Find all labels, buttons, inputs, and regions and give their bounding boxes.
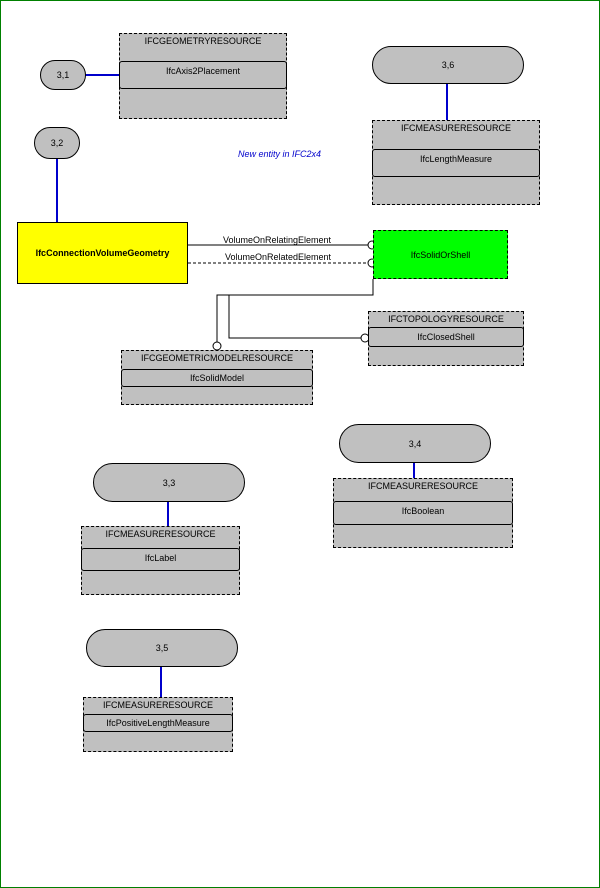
select-line-solidmodel: [216, 279, 374, 342]
new-entity-note: New entity in IFC2x4: [238, 149, 322, 159]
page-ref-3-4[interactable]: 3,4: [339, 424, 491, 463]
page-ref-3-3[interactable]: 3,3: [93, 463, 245, 502]
schema-title: IFCMEASURERESOURCE: [400, 123, 511, 133]
page-ref-3-5[interactable]: 3,5: [86, 629, 238, 667]
schema-measure-boolean: IFCMEASURERESOURCE IfcBoolean: [333, 478, 513, 548]
relation-label-related: VolumeOnRelatedElement: [225, 252, 332, 262]
type-ifcpositivelengthmeasure[interactable]: IfcPositiveLengthMeasure: [83, 714, 233, 732]
type-ifclabel[interactable]: IfcLabel: [81, 548, 240, 571]
type-ifcsolidmodel[interactable]: IfcSolidModel: [121, 369, 313, 387]
schema-title: IFCMEASURERESOURCE: [367, 481, 478, 491]
solidmodel-circle: [212, 341, 222, 351]
schema-topology-resource: IFCTOPOLOGYRESOURCE IfcClosedShell: [368, 311, 524, 366]
page-ref-3-6[interactable]: 3,6: [372, 46, 524, 84]
type-ifcclosedshell[interactable]: IfcClosedShell: [368, 327, 524, 347]
schema-geometric-model-resource: IFCGEOMETRICMODELRESOURCE IfcSolidModel: [121, 350, 313, 405]
schema-title: IFCTOPOLOGYRESOURCE: [388, 314, 504, 324]
select-ifcsolidorshell[interactable]: IfcSolidOrShell: [373, 230, 508, 279]
type-ifcaxis2placement[interactable]: IfcAxis2Placement: [119, 61, 287, 89]
schema-title: IFCGEOMETRYRESOURCE: [144, 36, 262, 46]
schema-geometry-resource: IFCGEOMETRYRESOURCE IfcAxis2Placement: [119, 33, 287, 119]
schema-title: IFCMEASURERESOURCE: [102, 700, 213, 710]
schema-title: IFCGEOMETRICMODELRESOURCE: [140, 353, 293, 363]
relation-label-relating: VolumeOnRelatingElement: [223, 235, 332, 245]
schema-measure-length: IFCMEASURERESOURCE IfcLengthMeasure: [372, 120, 540, 205]
page-ref-3-1[interactable]: 3,1: [40, 60, 86, 90]
select-line-closedshell: [228, 295, 361, 339]
page-ref-3-2[interactable]: 3,2: [34, 127, 80, 159]
schema-measure-label: IFCMEASURERESOURCE IfcLabel: [81, 526, 240, 595]
type-ifcboolean[interactable]: IfcBoolean: [333, 501, 513, 525]
schema-measure-positive-length: IFCMEASURERESOURCE IfcPositiveLengthMeas…: [83, 697, 233, 752]
type-ifclengthmeasure[interactable]: IfcLengthMeasure: [372, 149, 540, 177]
schema-title: IFCMEASURERESOURCE: [105, 529, 216, 539]
entity-ifcconnectionvolumegeometry[interactable]: IfcConnectionVolumeGeometry: [17, 222, 188, 284]
